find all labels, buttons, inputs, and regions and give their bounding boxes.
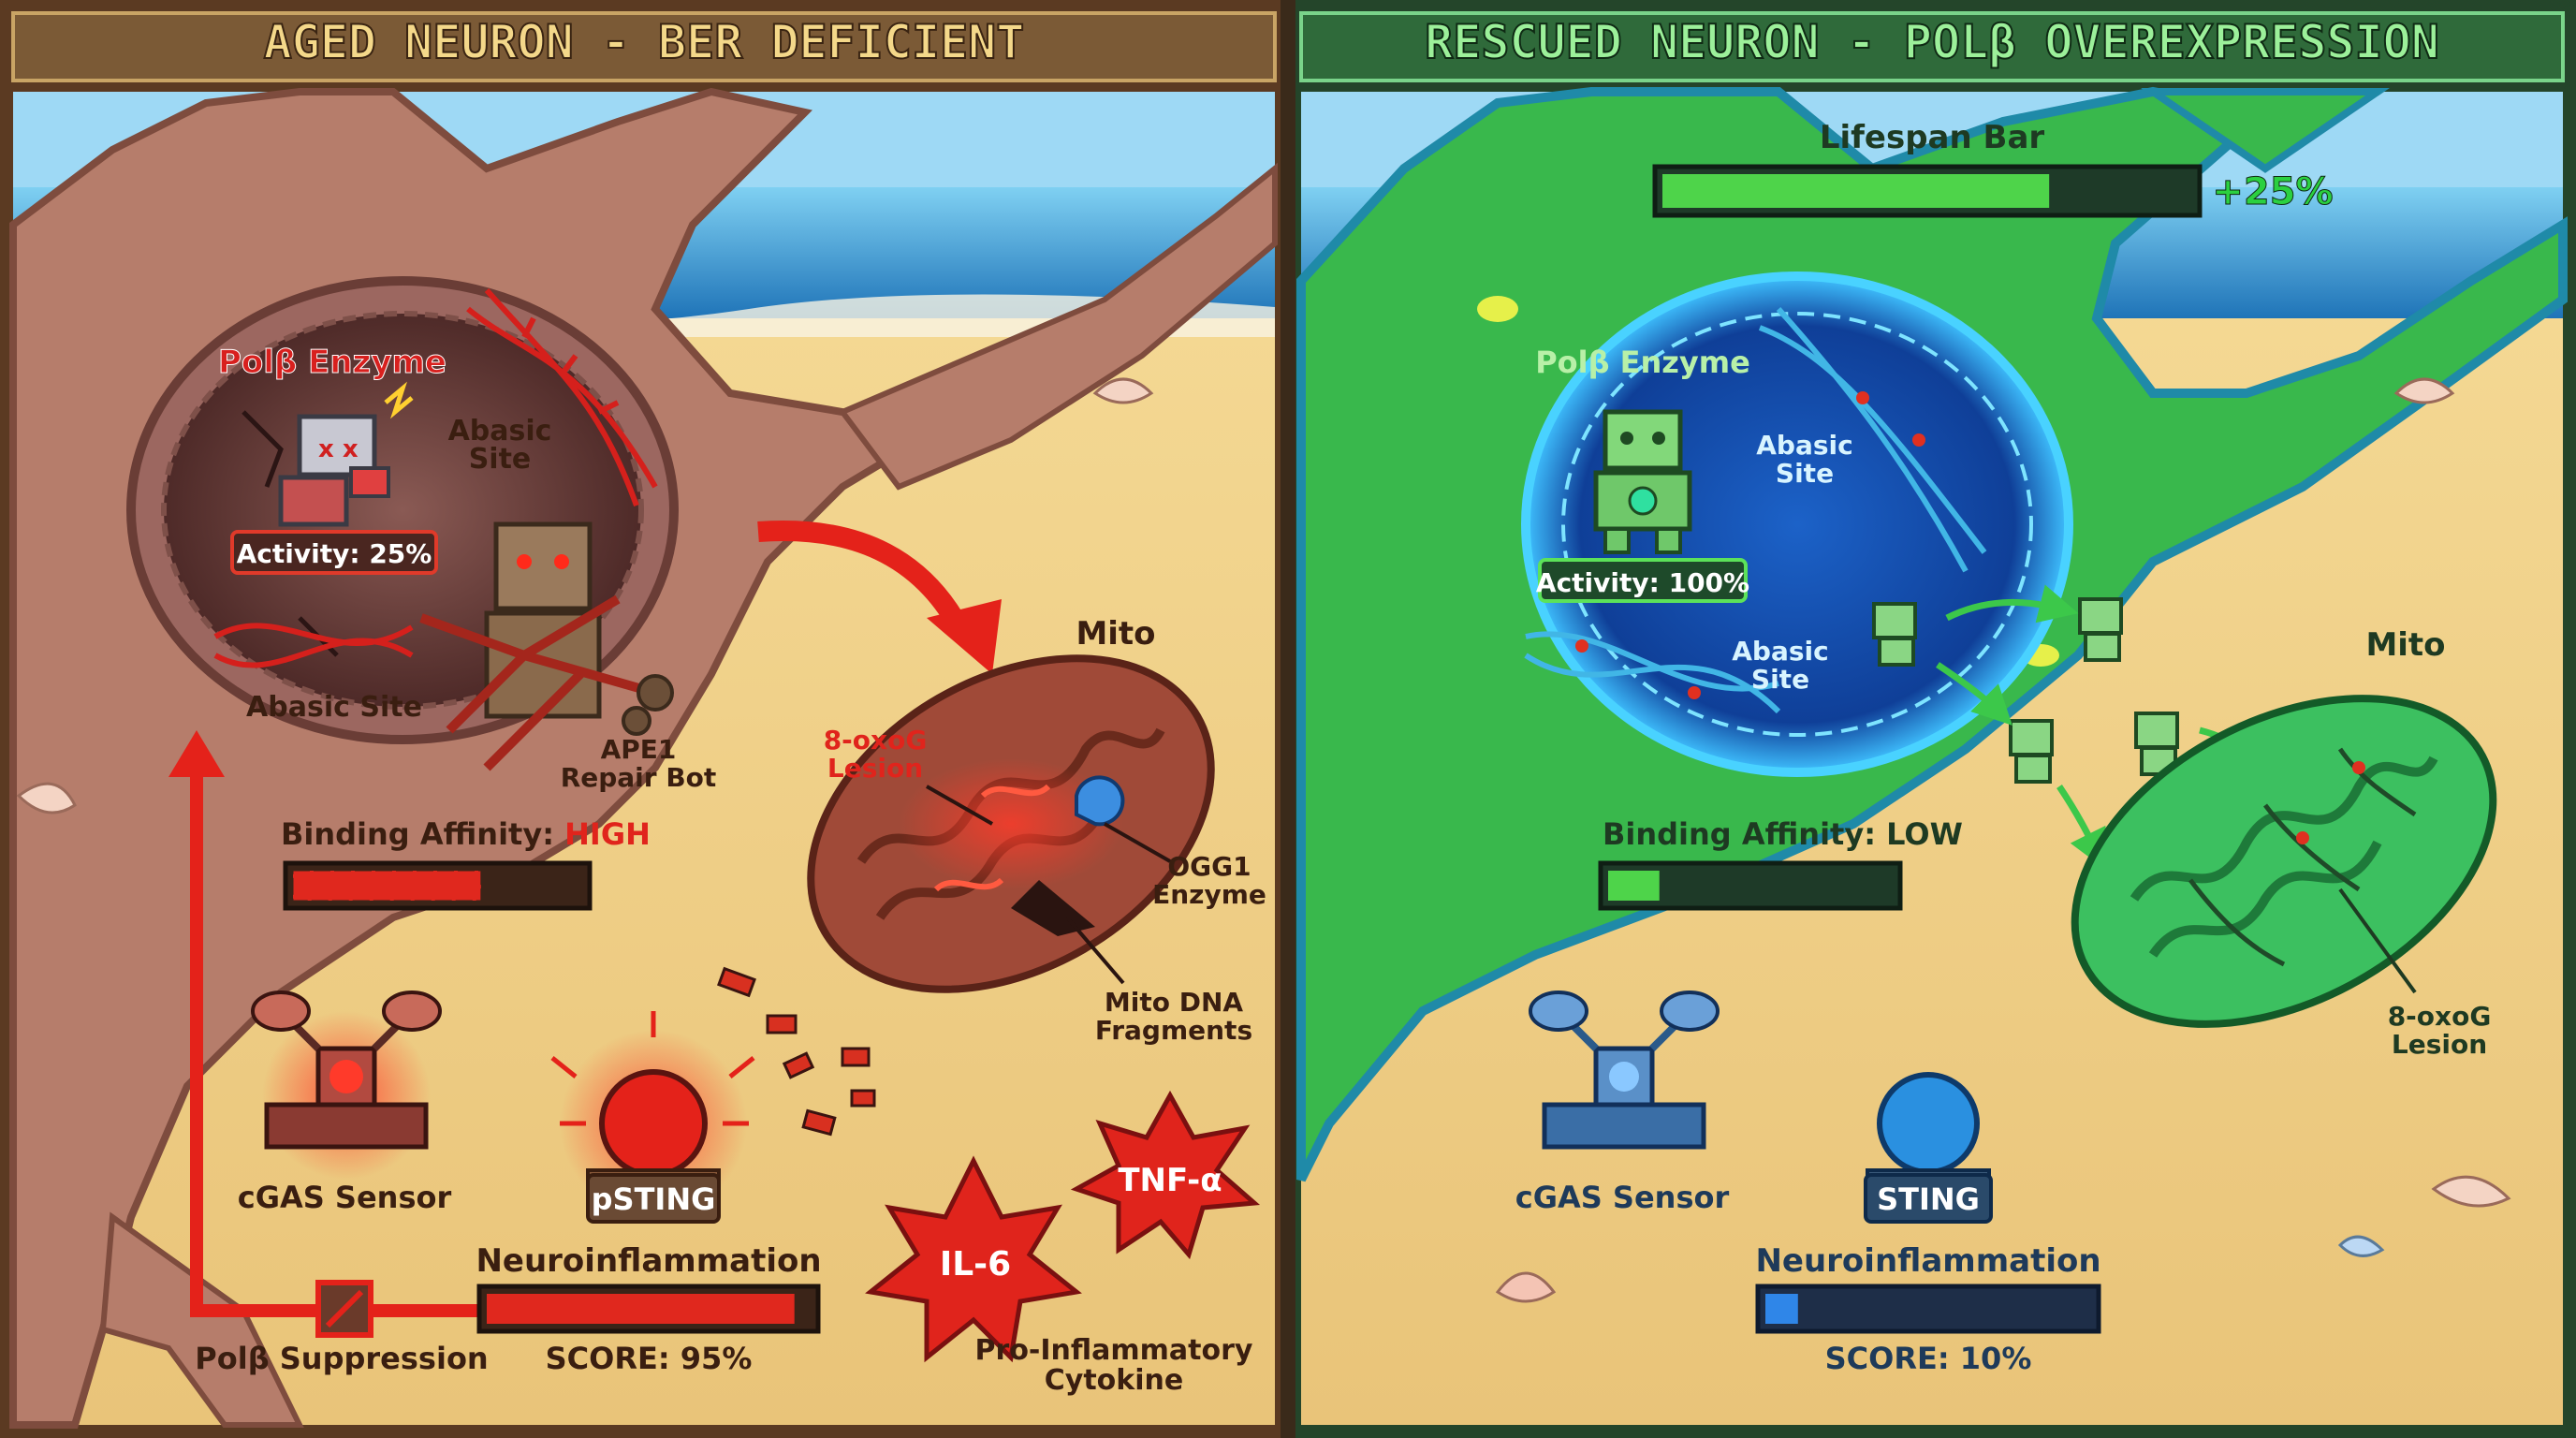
left-panel: AGED NEURON - BER DEFICIENT x x	[0, 0, 1288, 1438]
rescued-mitochondrion	[2071, 695, 2497, 1028]
left-binding-label: Binding Affinity: HIGH	[281, 816, 651, 852]
left-score-text: SCORE: 95%	[546, 1341, 753, 1376]
ape1-line1: APE1	[601, 734, 677, 765]
healthy-polb-robot	[1593, 409, 1692, 554]
lifespan-label: Lifespan Bar	[1820, 119, 2045, 156]
right-activity-text: Activity: 100%	[1536, 567, 1749, 598]
left-lesion-line1: 8-oxoG	[824, 725, 928, 756]
right-neuro-bar-fill	[1765, 1294, 1798, 1324]
ape1-line2: Repair Bot	[561, 762, 717, 793]
panel-divider	[1281, 0, 1295, 1438]
right-polb-label: Polβ Enzyme	[1535, 345, 1750, 380]
right-score-text: SCORE: 10%	[1825, 1341, 2032, 1376]
right-panel-title: RESCUED NEURON - POLβ OVEREXPRESSION	[1425, 15, 2439, 69]
shell-icon	[2337, 1235, 2385, 1257]
right-sting-label: STING	[1877, 1181, 1980, 1217]
left-neuro-label: Neuroinflammation	[476, 1242, 821, 1280]
right-binding-label: Binding Affinity: LOW	[1603, 816, 1963, 852]
right-abasic-bottom-line2: Site	[1751, 664, 1809, 695]
right-cgas-sensor	[1529, 990, 1720, 1150]
lifespan-bar-fill	[1662, 174, 2050, 208]
left-panel-title: AGED NEURON - BER DEFICIENT	[264, 15, 1025, 69]
right-binding-bar-fill	[1608, 871, 1660, 901]
cytokine-line1: Pro-Inflammatory	[975, 1334, 1253, 1367]
left-activity-text: Activity: 25%	[237, 538, 432, 569]
aged-mitochondrion	[807, 654, 1215, 993]
left-sting-label: pSTING	[592, 1181, 716, 1217]
right-abasic-bottom-line1: Abasic	[1732, 636, 1828, 667]
left-lesion-line2: Lesion	[827, 753, 923, 784]
right-lesion-line2: Lesion	[2392, 1029, 2487, 1060]
suppression-label: Polβ Suppression	[195, 1341, 488, 1376]
fragments-line2: Fragments	[1095, 1015, 1252, 1046]
fragments-line1: Mito DNA	[1105, 987, 1244, 1018]
tnf-label: TNF-α	[1118, 1162, 1222, 1199]
shell-icon	[1495, 1271, 1557, 1303]
ogg1-line2: Enzyme	[1152, 879, 1266, 910]
ogg1-line1: OGG1	[1167, 851, 1251, 882]
right-panel: RESCUED NEURON - POLβ OVEREXPRESSION Lif…	[1288, 0, 2576, 1438]
right-activity-badge	[1538, 558, 1748, 603]
shell-icon	[1092, 377, 1154, 404]
suppression-arrow	[190, 768, 342, 1317]
lifespan-bonus: +25%	[2212, 170, 2333, 213]
repaired-dna-top	[1758, 307, 1987, 573]
right-lesion-line1: 8-oxoG	[2388, 1001, 2492, 1032]
left-cgas-sensor	[251, 990, 442, 1180]
il6-burst-icon	[865, 1155, 1082, 1363]
tnf-burst-icon	[1070, 1090, 1261, 1260]
left-polb-label: Polβ Enzyme	[218, 344, 446, 381]
right-abasic-top-line1: Abasic	[1756, 430, 1852, 461]
damaged-dna-bottom	[213, 623, 414, 668]
shell-icon	[16, 782, 77, 814]
transfer-arrow	[757, 521, 973, 641]
il6-label: IL-6	[940, 1245, 1011, 1284]
left-binding-bar-fill	[292, 870, 482, 902]
dna-fragments	[717, 966, 876, 1137]
rescued-nucleus	[1521, 271, 2073, 777]
ape1-chained-bot	[419, 521, 674, 771]
left-abasic-top-line2: Site	[469, 443, 532, 476]
right-abasic-top-line2: Site	[1776, 458, 1834, 489]
left-neuro-bar-fill	[487, 1294, 795, 1324]
left-abasic-top-line1: Abasic	[448, 415, 552, 448]
left-cgas-label: cGAS Sensor	[238, 1180, 452, 1215]
shell-icon	[2393, 377, 2455, 404]
left-activity-badge	[230, 530, 438, 575]
left-mito-label: Mito	[1076, 615, 1155, 653]
right-cgas-label: cGAS Sensor	[1515, 1180, 1730, 1215]
svg-text:x x: x x	[318, 435, 359, 463]
right-sting-badge	[1864, 1173, 1993, 1224]
repaired-dna-bottom	[1524, 631, 1781, 714]
cytokine-line2: Cytokine	[1045, 1364, 1183, 1397]
right-neuro-bar-track	[1755, 1284, 2101, 1334]
broken-polb-robot: x x	[278, 381, 414, 527]
shell-icon	[2431, 1175, 2511, 1208]
left-sting-badge	[586, 1173, 721, 1224]
left-abasic-bottom: Abasic Site	[246, 691, 422, 724]
right-neuro-label: Neuroinflammation	[1755, 1242, 2100, 1280]
right-mito-label: Mito	[2365, 626, 2445, 664]
damaged-dna-top	[466, 288, 658, 507]
